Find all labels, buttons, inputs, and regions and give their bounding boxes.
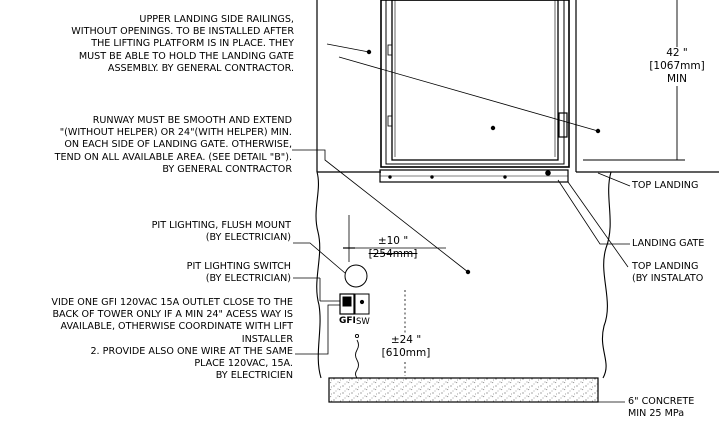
pit-switch-note: PIT LIGHTING SWITCH (BY ELECTRICIAN)	[186, 261, 291, 285]
upper-railings-note: UPPER LANDING SIDE RAILINGS, WITHOUT OPE…	[71, 14, 294, 74]
upper-landing-walls	[316, 0, 719, 173]
offset-dimension-text: ±10 " [254mm]	[368, 235, 418, 260]
runway-note: RUNWAY MUST BE SMOOTH AND EXTEND "(WITHO…	[54, 115, 292, 175]
offset-dimension	[343, 215, 446, 262]
concrete-slab	[328, 377, 599, 403]
sw-label: SW	[356, 317, 370, 327]
top-landing-label: TOP LANDING	[632, 180, 699, 191]
switch-boxes	[339, 293, 370, 315]
pit-light-fixture	[344, 264, 368, 288]
outlet-wire	[354, 333, 360, 379]
landing-gate-label: LANDING GATE	[632, 238, 705, 249]
leader-lines	[292, 43, 631, 403]
concrete-label: 6" CONCRETE MIN 25 MPa	[628, 396, 695, 420]
height-dimension-text: 42 " [1067mm] MIN	[636, 47, 718, 86]
pit-dimension-text: ±24 " [610mm]	[378, 334, 434, 360]
pit-walls	[315, 171, 612, 379]
gfi-label: GFI	[339, 316, 356, 326]
pit-lighting-note: PIT LIGHTING, FLUSH MOUNT (BY ELECTRICIA…	[151, 220, 291, 244]
outlet-note: VIDE ONE GFI 120VAC 15A OUTLET CLOSE TO …	[51, 297, 293, 382]
landing-gate	[379, 0, 570, 183]
top-landing-by-label: TOP LANDING (BY INSTALATO	[632, 261, 704, 285]
